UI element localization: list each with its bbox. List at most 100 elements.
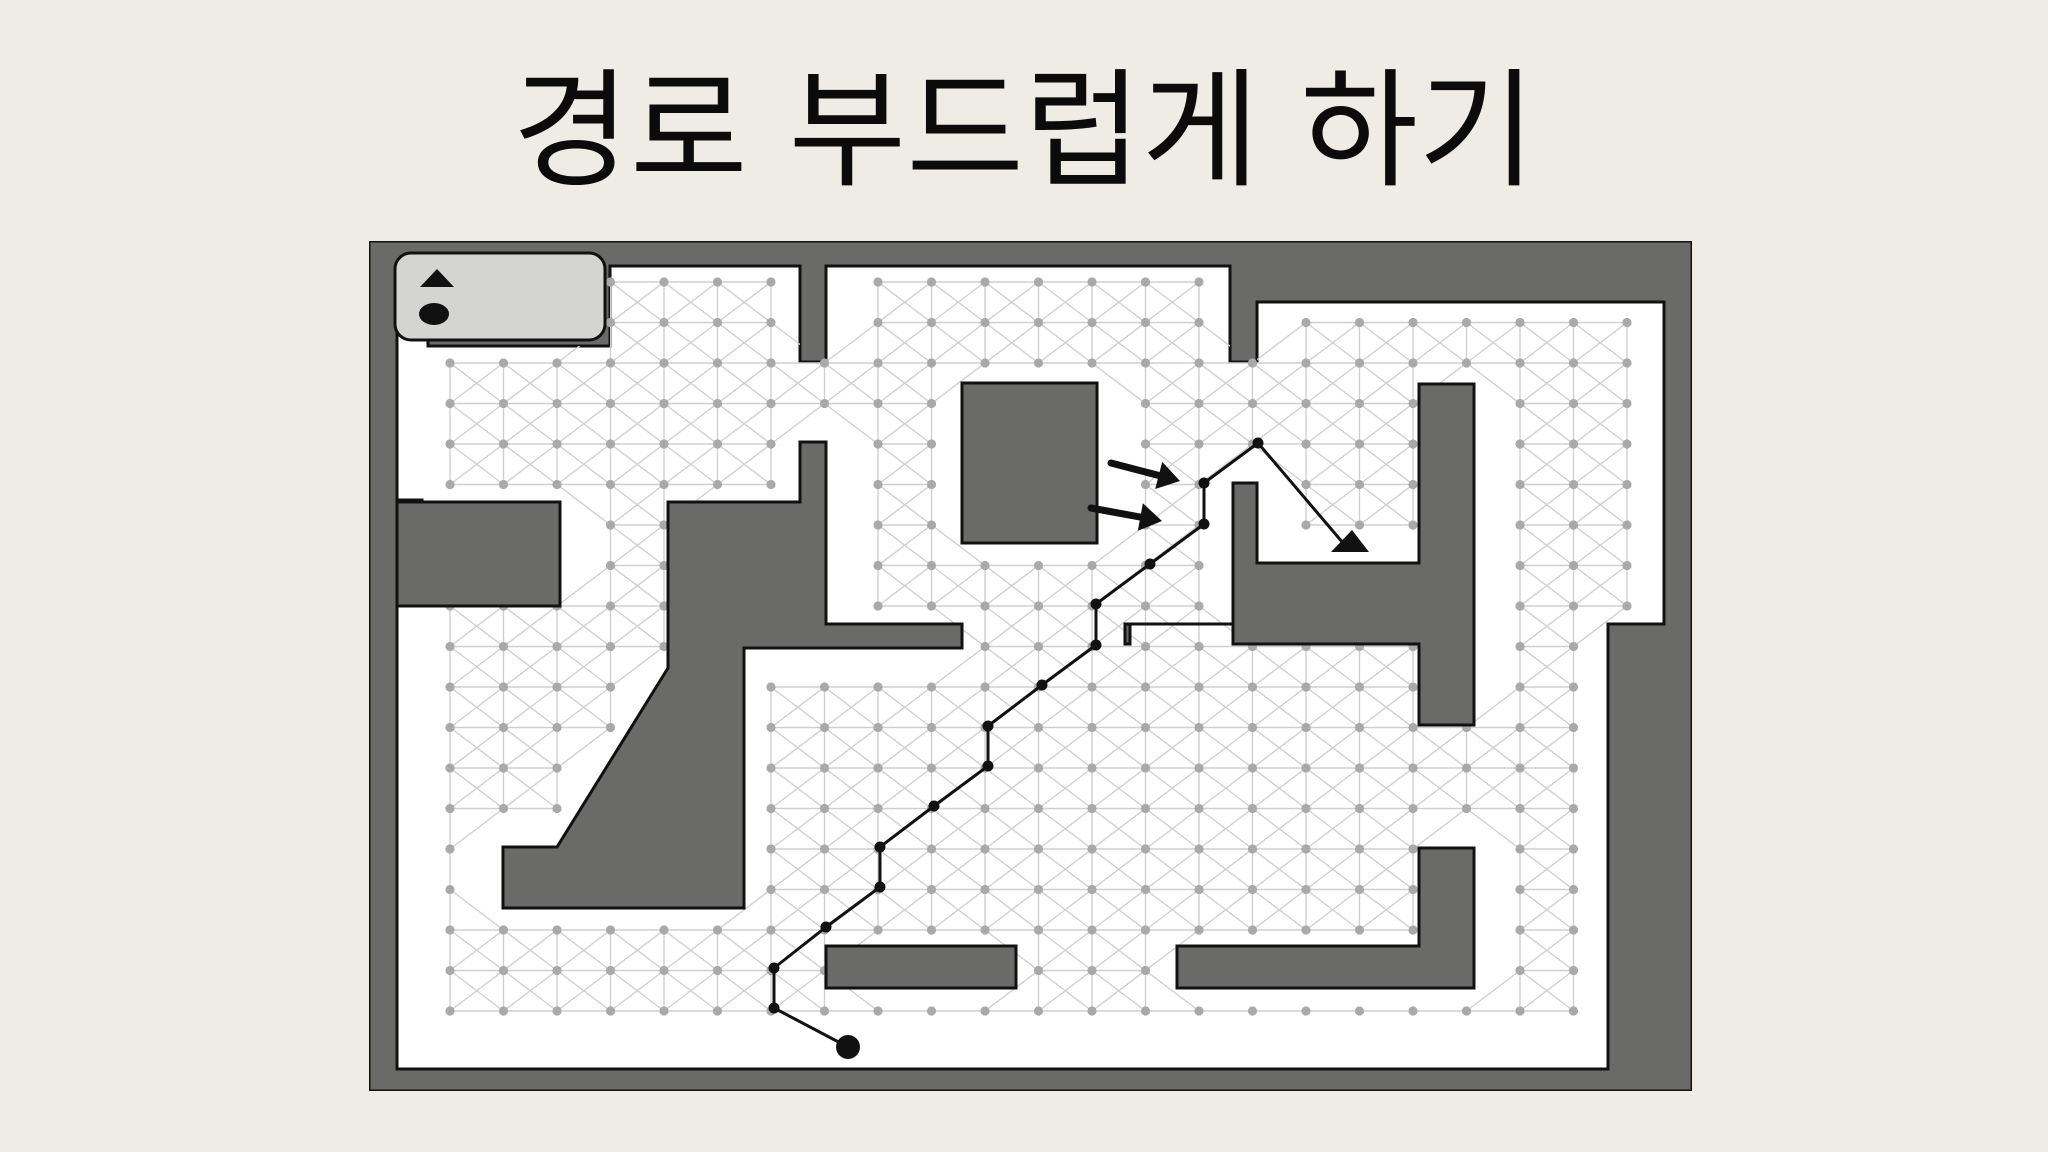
grid-edge xyxy=(770,807,825,850)
grid-node xyxy=(1194,682,1204,692)
grid-node xyxy=(873,398,883,409)
grid-edge xyxy=(1091,888,1146,931)
grid-node xyxy=(712,479,723,490)
grid-edge xyxy=(1252,686,1307,729)
grid-node xyxy=(659,439,669,449)
grid-edge xyxy=(1519,605,1574,648)
grid-node xyxy=(1354,925,1365,935)
grid-edge xyxy=(1145,969,1200,1012)
grid-edge xyxy=(1145,929,1200,972)
grid-edge xyxy=(1359,402,1414,445)
grid-edge xyxy=(984,969,1039,1012)
grid-node xyxy=(873,479,883,490)
grid-node xyxy=(926,763,937,773)
grid-edge xyxy=(1145,767,1200,810)
grid-node xyxy=(1140,641,1151,652)
grid-edge xyxy=(1519,888,1574,931)
grid-node xyxy=(1033,722,1044,733)
grid-node xyxy=(498,722,509,733)
grid-node xyxy=(1087,884,1097,895)
grid-node xyxy=(605,520,616,530)
grid-edge xyxy=(1198,645,1253,688)
grid-node xyxy=(1194,884,1204,895)
grid-edge xyxy=(1359,726,1414,769)
grid-node xyxy=(926,398,937,409)
grid-edge xyxy=(824,848,879,891)
grid-node xyxy=(1140,439,1151,449)
grid-edge xyxy=(1305,483,1360,526)
grid-node xyxy=(1087,560,1097,571)
grid-node xyxy=(819,803,830,814)
grid-edge xyxy=(610,969,665,1012)
grid-edge xyxy=(556,443,611,486)
grid-node xyxy=(659,925,669,935)
grid-node xyxy=(1194,803,1204,814)
grid-node xyxy=(552,925,562,935)
grid-edge xyxy=(1573,483,1628,526)
grid-node xyxy=(1408,682,1418,692)
grid-node xyxy=(1033,763,1044,773)
path-waypoint xyxy=(1090,598,1102,610)
grid-edge xyxy=(931,564,986,607)
grid-edge xyxy=(717,362,772,405)
grid-edge xyxy=(449,645,504,688)
grid-node xyxy=(498,439,509,449)
grid-node xyxy=(1247,682,1258,692)
grid-node xyxy=(605,439,616,449)
grid-edge xyxy=(1038,929,1093,972)
path-waypoint xyxy=(1198,477,1210,489)
grid-node xyxy=(926,358,937,368)
grid-node xyxy=(1408,1006,1418,1016)
grid-edge xyxy=(984,848,1039,891)
grid-edge xyxy=(1252,807,1307,850)
grid-node xyxy=(1568,763,1579,773)
grid-edge xyxy=(1519,564,1574,607)
grid-node xyxy=(1354,358,1365,368)
grid-node xyxy=(980,560,990,571)
grid-edge xyxy=(1252,848,1307,891)
callout-arrow-upper xyxy=(1107,459,1180,489)
path-waypoint xyxy=(820,921,832,933)
grid-edge xyxy=(1519,524,1574,567)
grid-node xyxy=(980,277,990,287)
legend-background xyxy=(393,251,607,342)
grid-node xyxy=(1247,844,1258,854)
grid-node xyxy=(1515,803,1525,814)
grid-edge xyxy=(1359,888,1414,931)
grid-node xyxy=(1140,601,1151,611)
grid-edge xyxy=(1412,767,1467,810)
grid-edge xyxy=(984,321,1039,364)
grid-node xyxy=(1194,398,1204,409)
grid-node xyxy=(1301,763,1311,773)
grid-node xyxy=(980,925,990,935)
grid-node xyxy=(445,1006,455,1016)
grid-node xyxy=(1354,884,1365,895)
grid-node xyxy=(980,1006,990,1016)
grid-edge xyxy=(1519,969,1574,1012)
grid-node xyxy=(1247,763,1258,773)
grid-edge xyxy=(1519,767,1574,810)
navigation-grid-nodes xyxy=(445,277,1632,1016)
grid-node xyxy=(1515,560,1525,571)
grid-node xyxy=(498,479,509,490)
grid-edge xyxy=(824,767,879,810)
grid-node xyxy=(873,317,883,328)
grid-edge xyxy=(663,443,718,486)
grid-node xyxy=(1194,560,1204,571)
path-waypoint xyxy=(874,881,886,893)
grid-node xyxy=(1568,560,1579,571)
grid-node xyxy=(1194,763,1204,773)
grid-node xyxy=(605,560,616,571)
grid-edge xyxy=(1519,929,1574,972)
grid-node xyxy=(1568,844,1579,854)
grid-node xyxy=(1301,1006,1311,1016)
grid-node xyxy=(1247,358,1258,368)
grid-node xyxy=(552,965,562,976)
grid-node xyxy=(819,682,830,692)
grid-node xyxy=(1568,520,1579,530)
grid-edge xyxy=(1573,321,1628,364)
grid-edge xyxy=(1145,564,1200,607)
grid-node xyxy=(819,398,830,409)
grid-node xyxy=(1568,803,1579,814)
grid-node xyxy=(1408,439,1418,449)
